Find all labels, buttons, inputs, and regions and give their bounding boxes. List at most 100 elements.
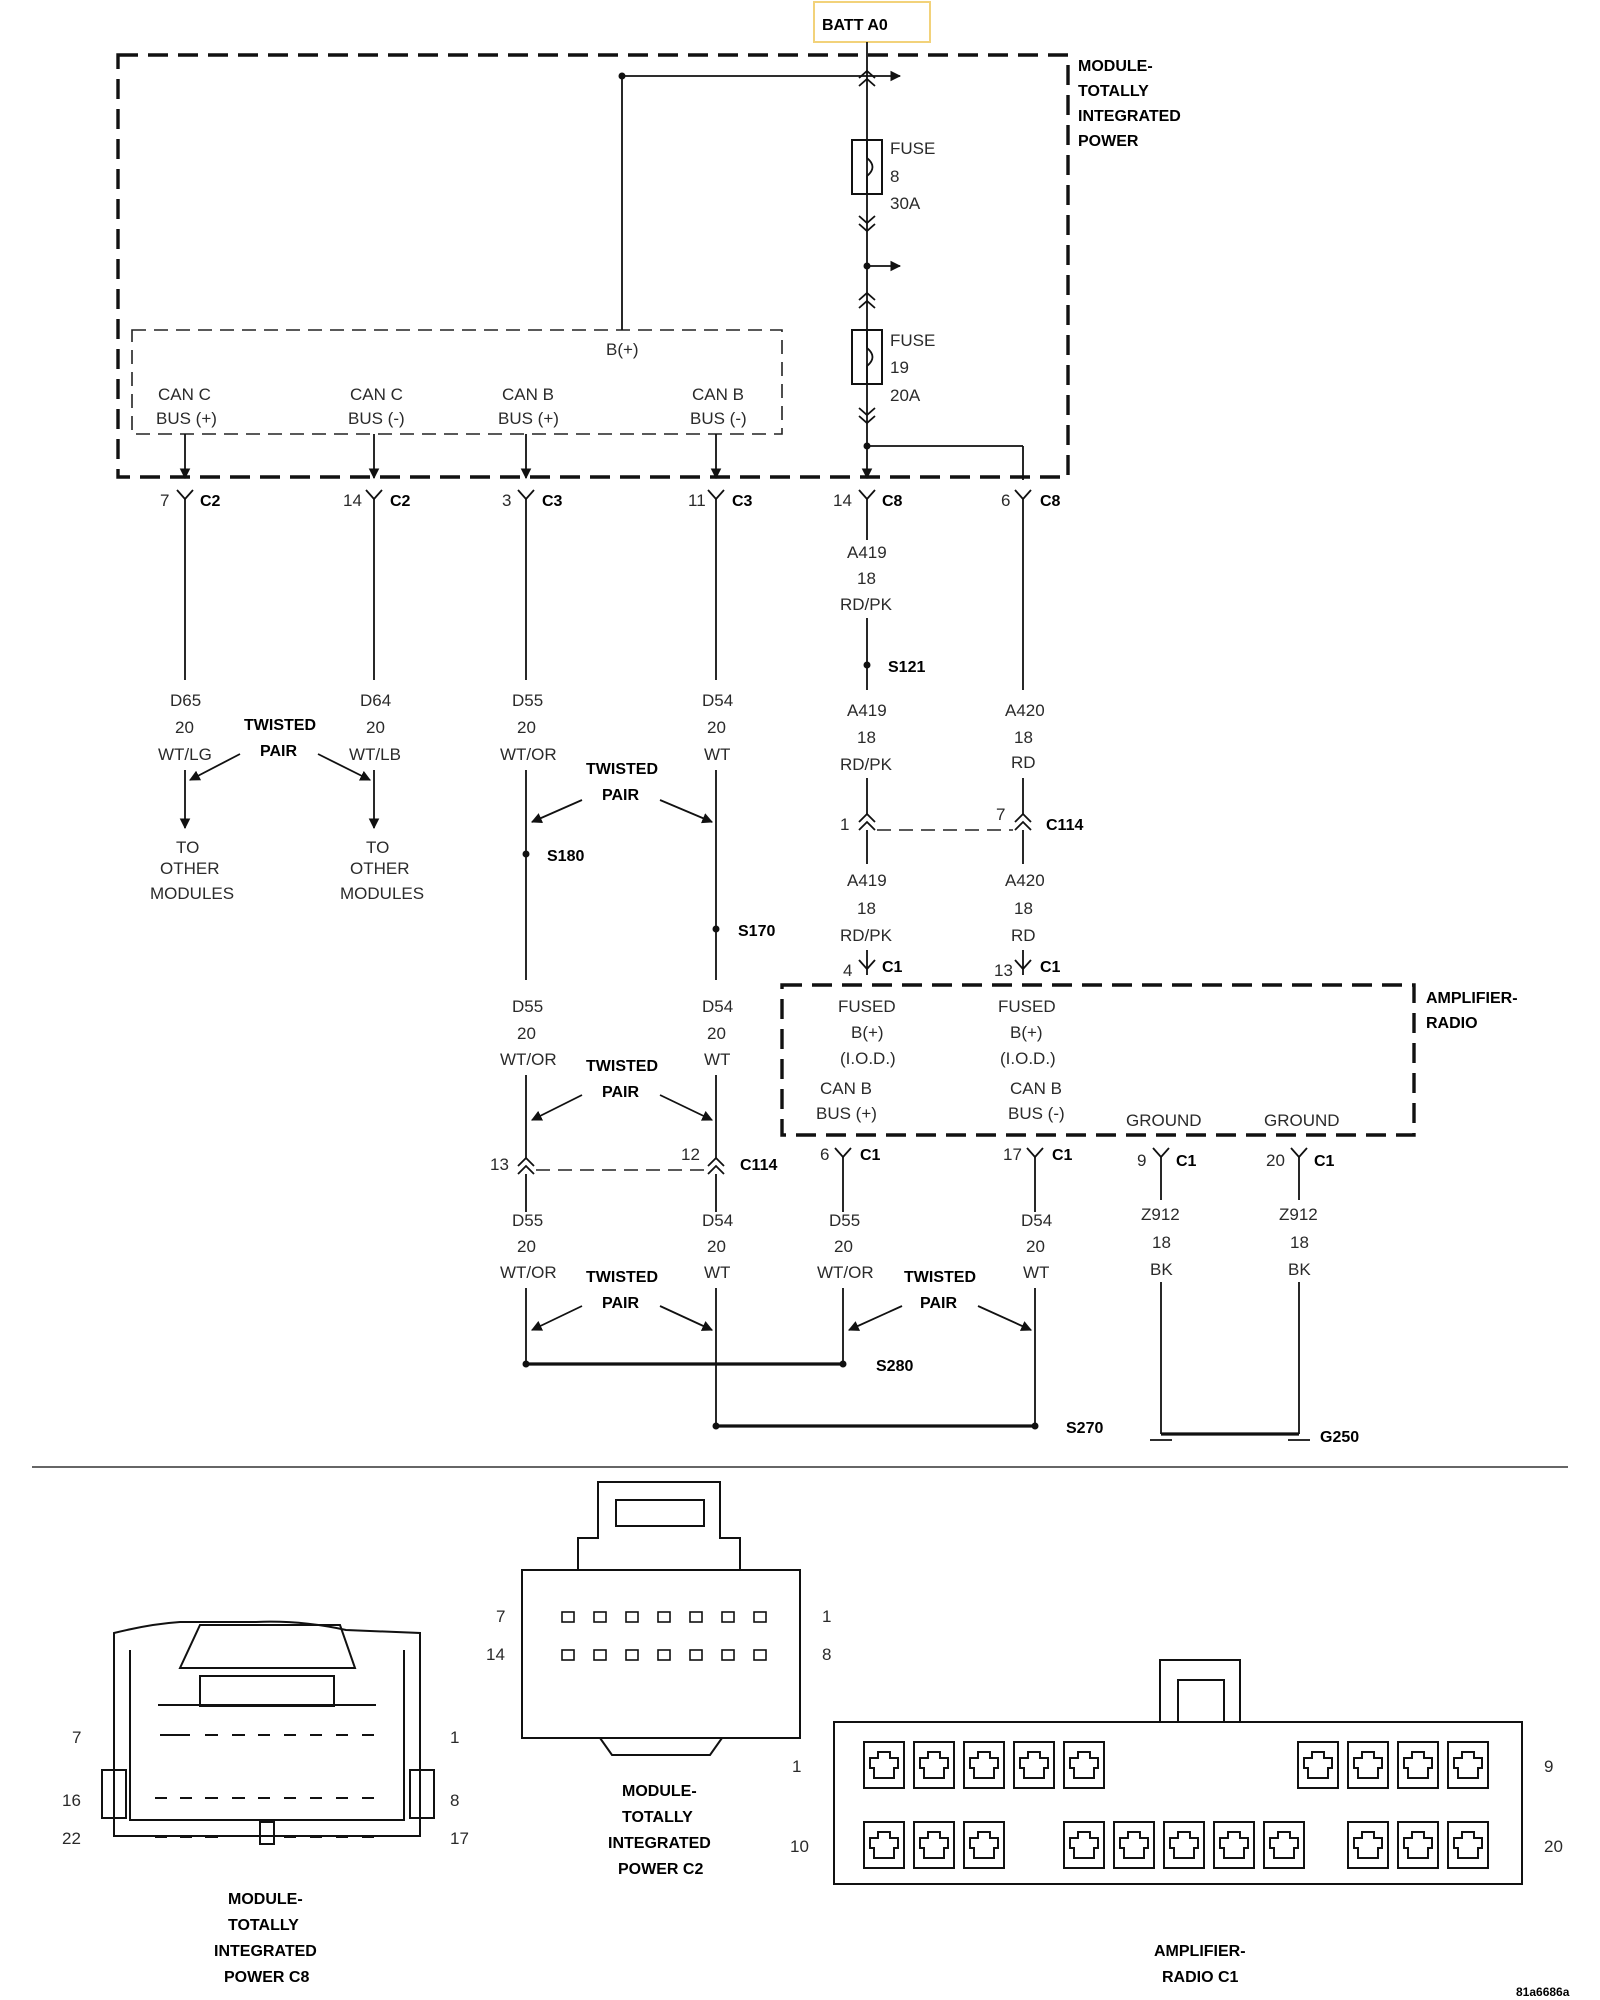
svg-text:18: 18 bbox=[1014, 728, 1033, 747]
svg-text:RD: RD bbox=[1011, 753, 1036, 772]
pin-cavity-frame bbox=[1397, 1821, 1439, 1869]
svg-text:WT: WT bbox=[704, 745, 730, 764]
svg-text:C1: C1 bbox=[1052, 1147, 1073, 1164]
svg-text:TWISTED: TWISTED bbox=[586, 761, 658, 778]
svg-text:C114: C114 bbox=[740, 1157, 777, 1174]
svg-text:S280: S280 bbox=[876, 1358, 913, 1375]
svg-text:6: 6 bbox=[820, 1145, 829, 1164]
svg-text:TWISTED: TWISTED bbox=[586, 1269, 658, 1286]
svg-text:20: 20 bbox=[834, 1237, 853, 1256]
svg-text:A419: A419 bbox=[847, 543, 887, 562]
svg-text:C1: C1 bbox=[1040, 959, 1061, 976]
pin-cavity bbox=[919, 1751, 949, 1779]
svg-text:TO: TO bbox=[176, 838, 199, 857]
svg-text:D55: D55 bbox=[512, 997, 543, 1016]
svg-text:17: 17 bbox=[450, 1829, 469, 1848]
svg-text:9: 9 bbox=[1137, 1151, 1146, 1170]
pin-cavity bbox=[969, 1831, 999, 1859]
svg-text:BUS (+): BUS (+) bbox=[816, 1104, 877, 1123]
svg-text:FUSED: FUSED bbox=[838, 997, 896, 1016]
svg-text:WT: WT bbox=[704, 1263, 730, 1282]
pin-cavity bbox=[1219, 1831, 1249, 1859]
svg-text:C1: C1 bbox=[882, 959, 903, 976]
svg-text:C114: C114 bbox=[1046, 817, 1083, 834]
svg-text:RD: RD bbox=[1011, 926, 1036, 945]
svg-text:RD/PK: RD/PK bbox=[840, 755, 893, 774]
svg-text:A419: A419 bbox=[847, 701, 887, 720]
svg-text:A419: A419 bbox=[847, 871, 887, 890]
tipm-connectors: 7 C2 14 C2 3 C3 11 C3 14 C8 6 C8 bbox=[160, 489, 1061, 510]
svg-text:20: 20 bbox=[517, 718, 536, 737]
power-wiring: A419 18 RD/PK S121 A419 18 RD/PK A420 18… bbox=[840, 499, 1083, 980]
svg-text:1: 1 bbox=[840, 815, 849, 834]
amplifier-radio-module: AMPLIFIER- RADIO FUSED B(+) (I.O.D.) FUS… bbox=[780, 983, 1518, 1137]
svg-text:BUS (+): BUS (+) bbox=[156, 409, 217, 428]
pin-cavity-frame bbox=[1447, 1821, 1489, 1869]
pin-cavity bbox=[1269, 1831, 1299, 1859]
svg-text:INTEGRATED: INTEGRATED bbox=[1078, 108, 1181, 125]
pin-cavity-frame bbox=[963, 1741, 1005, 1789]
svg-text:D65: D65 bbox=[170, 691, 201, 710]
pin-cavity bbox=[1353, 1751, 1383, 1779]
amp-c1-pin-cavities bbox=[863, 1741, 1489, 1869]
svg-text:WT/LG: WT/LG bbox=[158, 745, 212, 764]
svg-text:CAN C: CAN C bbox=[158, 385, 211, 404]
svg-text:D55: D55 bbox=[512, 1211, 543, 1230]
svg-text:S180: S180 bbox=[547, 848, 584, 865]
svg-text:18: 18 bbox=[1014, 899, 1033, 918]
svg-text:TO: TO bbox=[366, 838, 389, 857]
svg-text:18: 18 bbox=[857, 728, 876, 747]
svg-text:D54: D54 bbox=[702, 691, 733, 710]
svg-text:BK: BK bbox=[1150, 1260, 1173, 1279]
svg-text:B(+): B(+) bbox=[851, 1023, 884, 1042]
svg-text:BK: BK bbox=[1288, 1260, 1311, 1279]
svg-text:7: 7 bbox=[996, 805, 1005, 824]
svg-text:CAN C: CAN C bbox=[350, 385, 403, 404]
svg-text:POWER: POWER bbox=[1078, 133, 1139, 150]
svg-text:13: 13 bbox=[994, 961, 1013, 980]
svg-text:C3: C3 bbox=[732, 493, 753, 510]
svg-text:C1: C1 bbox=[1314, 1153, 1335, 1170]
svg-text:WT/OR: WT/OR bbox=[500, 745, 557, 764]
fuse-8: FUSE 8 30A bbox=[851, 139, 935, 213]
svg-text:20: 20 bbox=[517, 1237, 536, 1256]
svg-text:19: 19 bbox=[890, 358, 909, 377]
svg-text:TOTALLY: TOTALLY bbox=[1078, 83, 1149, 100]
pin-cavity-frame bbox=[1297, 1741, 1339, 1789]
svg-text:8: 8 bbox=[890, 167, 899, 186]
svg-text:WT/OR: WT/OR bbox=[500, 1263, 557, 1282]
svg-text:20: 20 bbox=[707, 1237, 726, 1256]
svg-text:C8: C8 bbox=[882, 493, 903, 510]
svg-text:PAIR: PAIR bbox=[260, 743, 297, 760]
svg-text:INTEGRATED: INTEGRATED bbox=[608, 1835, 711, 1852]
svg-text:C8: C8 bbox=[1040, 493, 1061, 510]
svg-text:1: 1 bbox=[450, 1728, 459, 1747]
svg-text:20A: 20A bbox=[890, 386, 921, 405]
svg-text:RD/PK: RD/PK bbox=[840, 926, 893, 945]
svg-text:S121: S121 bbox=[888, 659, 925, 676]
svg-text:PAIR: PAIR bbox=[920, 1295, 957, 1312]
svg-text:20: 20 bbox=[1026, 1237, 1045, 1256]
svg-text:INTEGRATED: INTEGRATED bbox=[214, 1943, 317, 1960]
svg-text:10: 10 bbox=[790, 1837, 809, 1856]
svg-text:CAN B: CAN B bbox=[1010, 1079, 1062, 1098]
svg-text:11: 11 bbox=[688, 491, 706, 510]
svg-text:MODULE-: MODULE- bbox=[622, 1783, 697, 1800]
pin-cavity-frame bbox=[1163, 1821, 1205, 1869]
svg-text:BUS (+): BUS (+) bbox=[498, 409, 559, 428]
svg-text:TOTALLY: TOTALLY bbox=[622, 1809, 693, 1826]
svg-text:TOTALLY: TOTALLY bbox=[228, 1917, 299, 1934]
svg-text:S170: S170 bbox=[738, 923, 775, 940]
svg-text:20: 20 bbox=[1544, 1837, 1563, 1856]
pin-cavity bbox=[1453, 1751, 1483, 1779]
svg-text:17: 17 bbox=[1003, 1145, 1022, 1164]
svg-text:BUS (-): BUS (-) bbox=[690, 409, 747, 428]
pin-cavity-frame bbox=[1213, 1821, 1255, 1869]
fuse-19: FUSE 19 20A bbox=[851, 329, 935, 405]
svg-text:WT/OR: WT/OR bbox=[817, 1263, 874, 1282]
svg-text:(I.O.D.): (I.O.D.) bbox=[840, 1049, 896, 1068]
svg-text:WT/OR: WT/OR bbox=[500, 1050, 557, 1069]
pin-cavity bbox=[1403, 1831, 1433, 1859]
amp-boundary bbox=[780, 983, 1416, 1137]
pin-cavity-frame bbox=[863, 1741, 905, 1789]
